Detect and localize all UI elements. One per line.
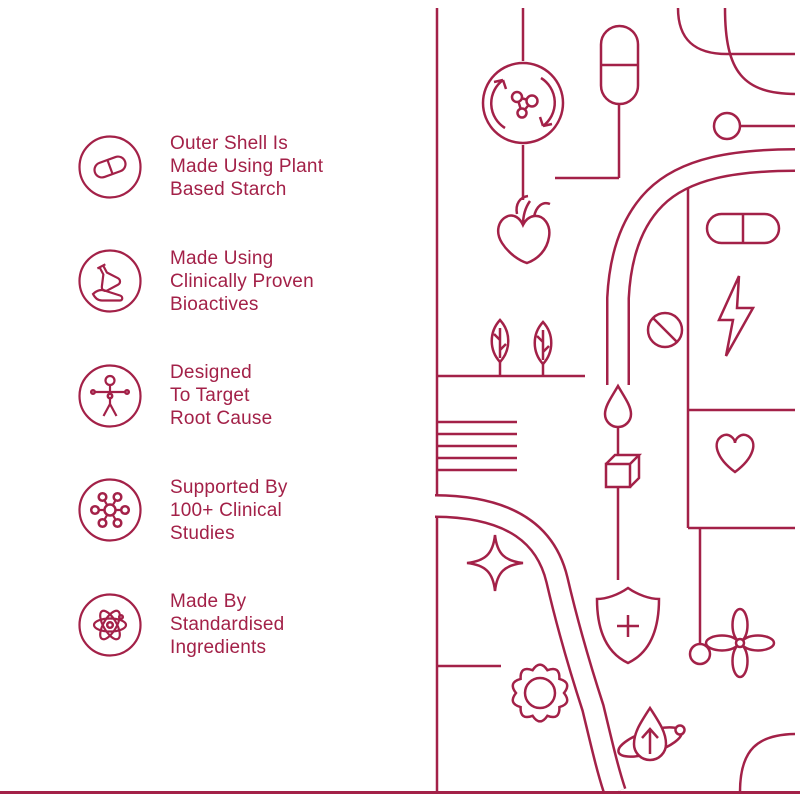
droplet-orbit-arrow-icon xyxy=(617,705,686,762)
pill-icon xyxy=(705,212,781,245)
feature-row: Made By Standardised Ingredients xyxy=(76,590,323,660)
feature-label: Designed To Target Root Cause xyxy=(170,362,273,430)
shield-plus-icon xyxy=(595,586,661,665)
lightning-icon xyxy=(717,275,756,357)
prohibition-icon xyxy=(646,311,684,349)
recycle-molecule-icon xyxy=(481,61,565,145)
feature-label: Made Using Clinically Proven Bioactives xyxy=(170,247,314,315)
capsule-icon xyxy=(78,135,142,199)
flower-icon xyxy=(704,607,776,679)
feature-row: Supported By 100+ Clinical Studies xyxy=(76,476,323,546)
feature-row: Designed To Target Root Cause xyxy=(76,361,323,431)
molecule-icon xyxy=(78,478,142,542)
stick-circle-icon xyxy=(712,111,742,141)
heart-icon xyxy=(715,433,755,474)
feature-label: Made By Standardised Ingredients xyxy=(170,591,285,659)
feature-list: Outer Shell Is Made Using Plant Based St… xyxy=(76,132,323,660)
bottom-border-line xyxy=(0,791,800,794)
leaf-icon xyxy=(490,318,510,376)
feature-row: Made Using Clinically Proven Bioactives xyxy=(76,247,323,317)
feature-label: Outer Shell Is Made Using Plant Based St… xyxy=(170,133,324,201)
anatomical-heart-icon xyxy=(496,194,551,265)
pendant-circle-icon xyxy=(688,642,712,666)
atom-icon xyxy=(78,593,142,657)
feature-row: Outer Shell Is Made Using Plant Based St… xyxy=(76,132,323,202)
leaf-icon xyxy=(533,320,553,376)
flask-hand-icon xyxy=(78,249,142,313)
cube-icon xyxy=(604,453,643,489)
feature-label: Supported By 100+ Clinical Studies xyxy=(170,476,288,544)
sparkle-icon xyxy=(466,534,524,592)
scalloped-badge-icon xyxy=(511,663,569,723)
grid-lines xyxy=(435,8,795,792)
pipe-paths xyxy=(435,148,795,792)
body-target-icon xyxy=(78,364,142,428)
water-drop-icon xyxy=(603,383,633,429)
capsule-pill-icon xyxy=(599,24,640,106)
line-art-illustration xyxy=(435,8,795,792)
